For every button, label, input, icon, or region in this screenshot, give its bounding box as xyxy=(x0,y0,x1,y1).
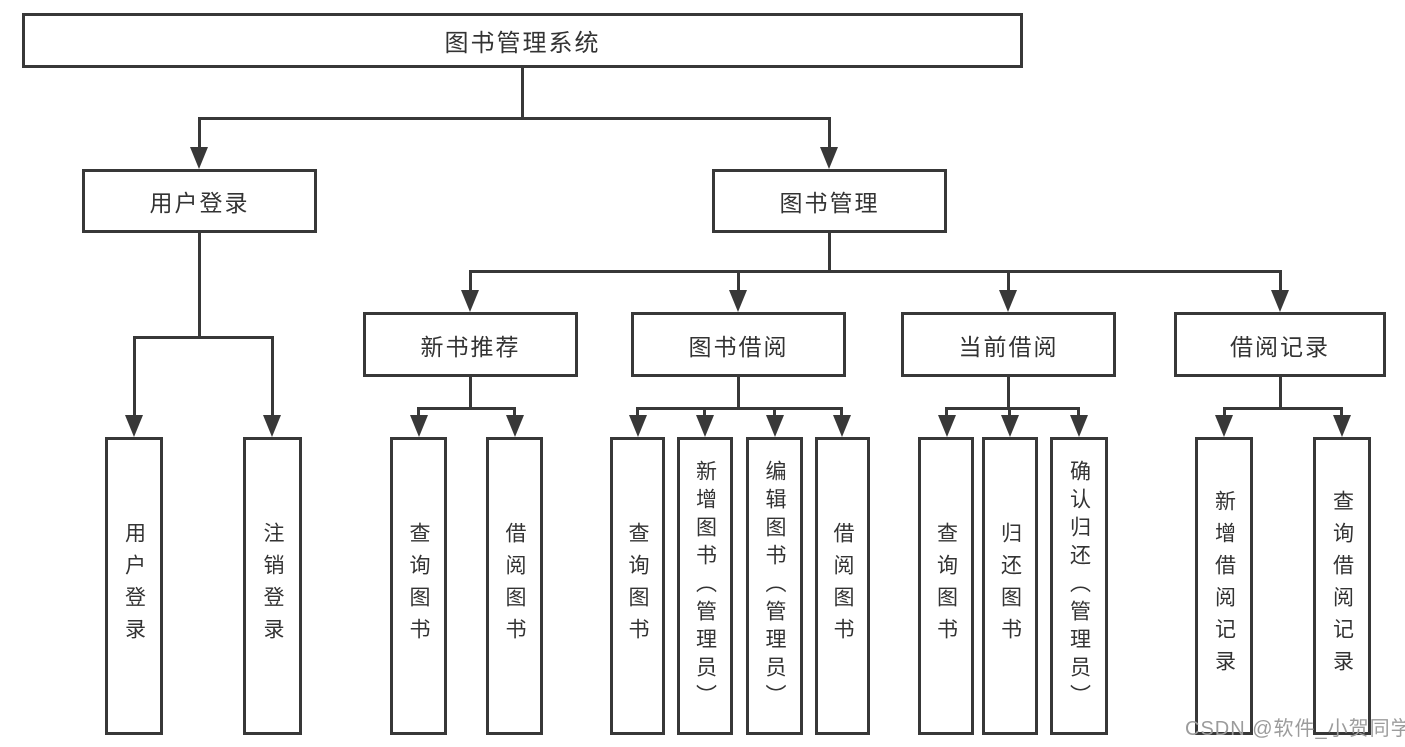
arrow-down-icon xyxy=(461,290,479,312)
connector-line xyxy=(1007,377,1010,410)
csdn-watermark: CSDN @软件_小贺同学 xyxy=(1185,718,1405,740)
leaf-label: 编辑图书（管理员） xyxy=(763,460,786,712)
connector-line xyxy=(133,336,136,416)
connector-line xyxy=(1008,407,1011,419)
arrow-down-icon xyxy=(410,415,428,437)
node-label: 借阅记录 xyxy=(1230,333,1330,360)
arrow-down-icon xyxy=(190,147,208,169)
connector-line xyxy=(773,407,776,419)
arrow-down-icon xyxy=(629,415,647,437)
leaf-borrow-books: 借阅图书 xyxy=(486,437,543,735)
connector-line xyxy=(513,407,516,419)
connector-line xyxy=(840,407,843,419)
arrow-down-icon xyxy=(938,415,956,437)
connector-line xyxy=(636,407,843,410)
leaf-query-books: 查询图书 xyxy=(610,437,665,735)
node-library-management-system: 图书管理系统 xyxy=(22,13,1023,68)
leaf-label: 查询图书 xyxy=(626,522,649,650)
connector-line xyxy=(737,270,740,295)
node-label: 图书管理系统 xyxy=(444,30,601,57)
node-label: 新书推荐 xyxy=(420,333,521,360)
connector-line xyxy=(945,407,948,419)
leaf-edit-book-admin: 编辑图书（管理员） xyxy=(746,437,803,735)
connector-line xyxy=(1223,407,1226,419)
arrow-down-icon xyxy=(696,415,714,437)
leaf-return-books: 归还图书 xyxy=(982,437,1038,735)
leaf-logout: 注销登录 xyxy=(243,437,302,735)
connector-line xyxy=(828,117,831,150)
leaf-label: 借阅图书 xyxy=(831,522,854,650)
connector-line xyxy=(133,336,274,339)
connector-line xyxy=(1007,270,1010,295)
leaf-label: 归还图书 xyxy=(998,522,1022,650)
connector-line xyxy=(198,233,201,339)
connector-line xyxy=(417,407,516,410)
leaf-add-book-admin: 新增图书（管理员） xyxy=(677,437,733,735)
connector-line xyxy=(198,117,831,120)
node-label: 图书管理 xyxy=(779,190,880,216)
connector-line xyxy=(703,407,706,419)
leaf-user-login: 用户登录 xyxy=(105,437,163,735)
leaf-add-borrow-record: 新增借阅记录 xyxy=(1195,437,1253,735)
connector-line xyxy=(1279,270,1282,295)
leaf-query-books: 查询图书 xyxy=(918,437,974,735)
arrow-down-icon xyxy=(1271,290,1289,312)
arrow-down-icon xyxy=(1333,415,1351,437)
arrow-down-icon xyxy=(506,415,524,437)
leaf-confirm-return-admin: 确认归还（管理员） xyxy=(1050,437,1108,735)
leaf-label: 借阅图书 xyxy=(503,522,526,650)
arrow-down-icon xyxy=(1001,415,1019,437)
node-user-login: 用户登录 xyxy=(82,169,317,233)
node-label: 用户登录 xyxy=(149,190,250,216)
arrow-down-icon xyxy=(1070,415,1088,437)
arrow-down-icon xyxy=(820,147,838,169)
node-current-borrowing: 当前借阅 xyxy=(901,312,1116,377)
leaf-label: 确认归还（管理员） xyxy=(1067,460,1091,712)
leaf-label: 新增图书（管理员） xyxy=(693,460,717,712)
connector-line xyxy=(521,68,524,118)
leaf-label: 查询图书 xyxy=(934,522,958,650)
leaf-query-books: 查询图书 xyxy=(390,437,447,735)
leaf-query-borrow-record: 查询借阅记录 xyxy=(1313,437,1371,735)
leaf-label: 查询借阅记录 xyxy=(1330,490,1354,682)
node-book-management: 图书管理 xyxy=(712,169,947,233)
connector-line xyxy=(469,270,472,295)
arrow-down-icon xyxy=(263,415,281,437)
connector-line xyxy=(271,336,274,416)
connector-line xyxy=(1223,407,1343,410)
arrow-down-icon xyxy=(729,290,747,312)
connector-line xyxy=(417,407,420,419)
node-new-book-recommendation: 新书推荐 xyxy=(363,312,578,377)
connector-line xyxy=(1340,407,1343,419)
connector-line xyxy=(1077,407,1080,419)
connector-line xyxy=(469,377,472,410)
connector-line xyxy=(1279,377,1282,410)
connector-line xyxy=(636,407,639,419)
node-label: 图书借阅 xyxy=(688,333,789,360)
arrow-down-icon xyxy=(125,415,143,437)
connector-line xyxy=(945,407,1080,410)
connector-line xyxy=(198,117,201,150)
leaf-borrow-books: 借阅图书 xyxy=(815,437,870,735)
leaf-label: 新增借阅记录 xyxy=(1212,490,1236,682)
arrow-down-icon xyxy=(999,290,1017,312)
connector-line xyxy=(469,270,1282,273)
arrow-down-icon xyxy=(1215,415,1233,437)
connector-line xyxy=(828,233,831,273)
arrow-down-icon xyxy=(766,415,784,437)
leaf-label: 用户登录 xyxy=(122,522,146,650)
arrow-down-icon xyxy=(833,415,851,437)
connector-line xyxy=(737,377,740,410)
leaf-label: 查询图书 xyxy=(407,522,430,650)
node-book-borrowing: 图书借阅 xyxy=(631,312,846,377)
node-label: 当前借阅 xyxy=(958,333,1059,360)
node-borrowing-records: 借阅记录 xyxy=(1174,312,1386,377)
leaf-label: 注销登录 xyxy=(261,522,284,650)
